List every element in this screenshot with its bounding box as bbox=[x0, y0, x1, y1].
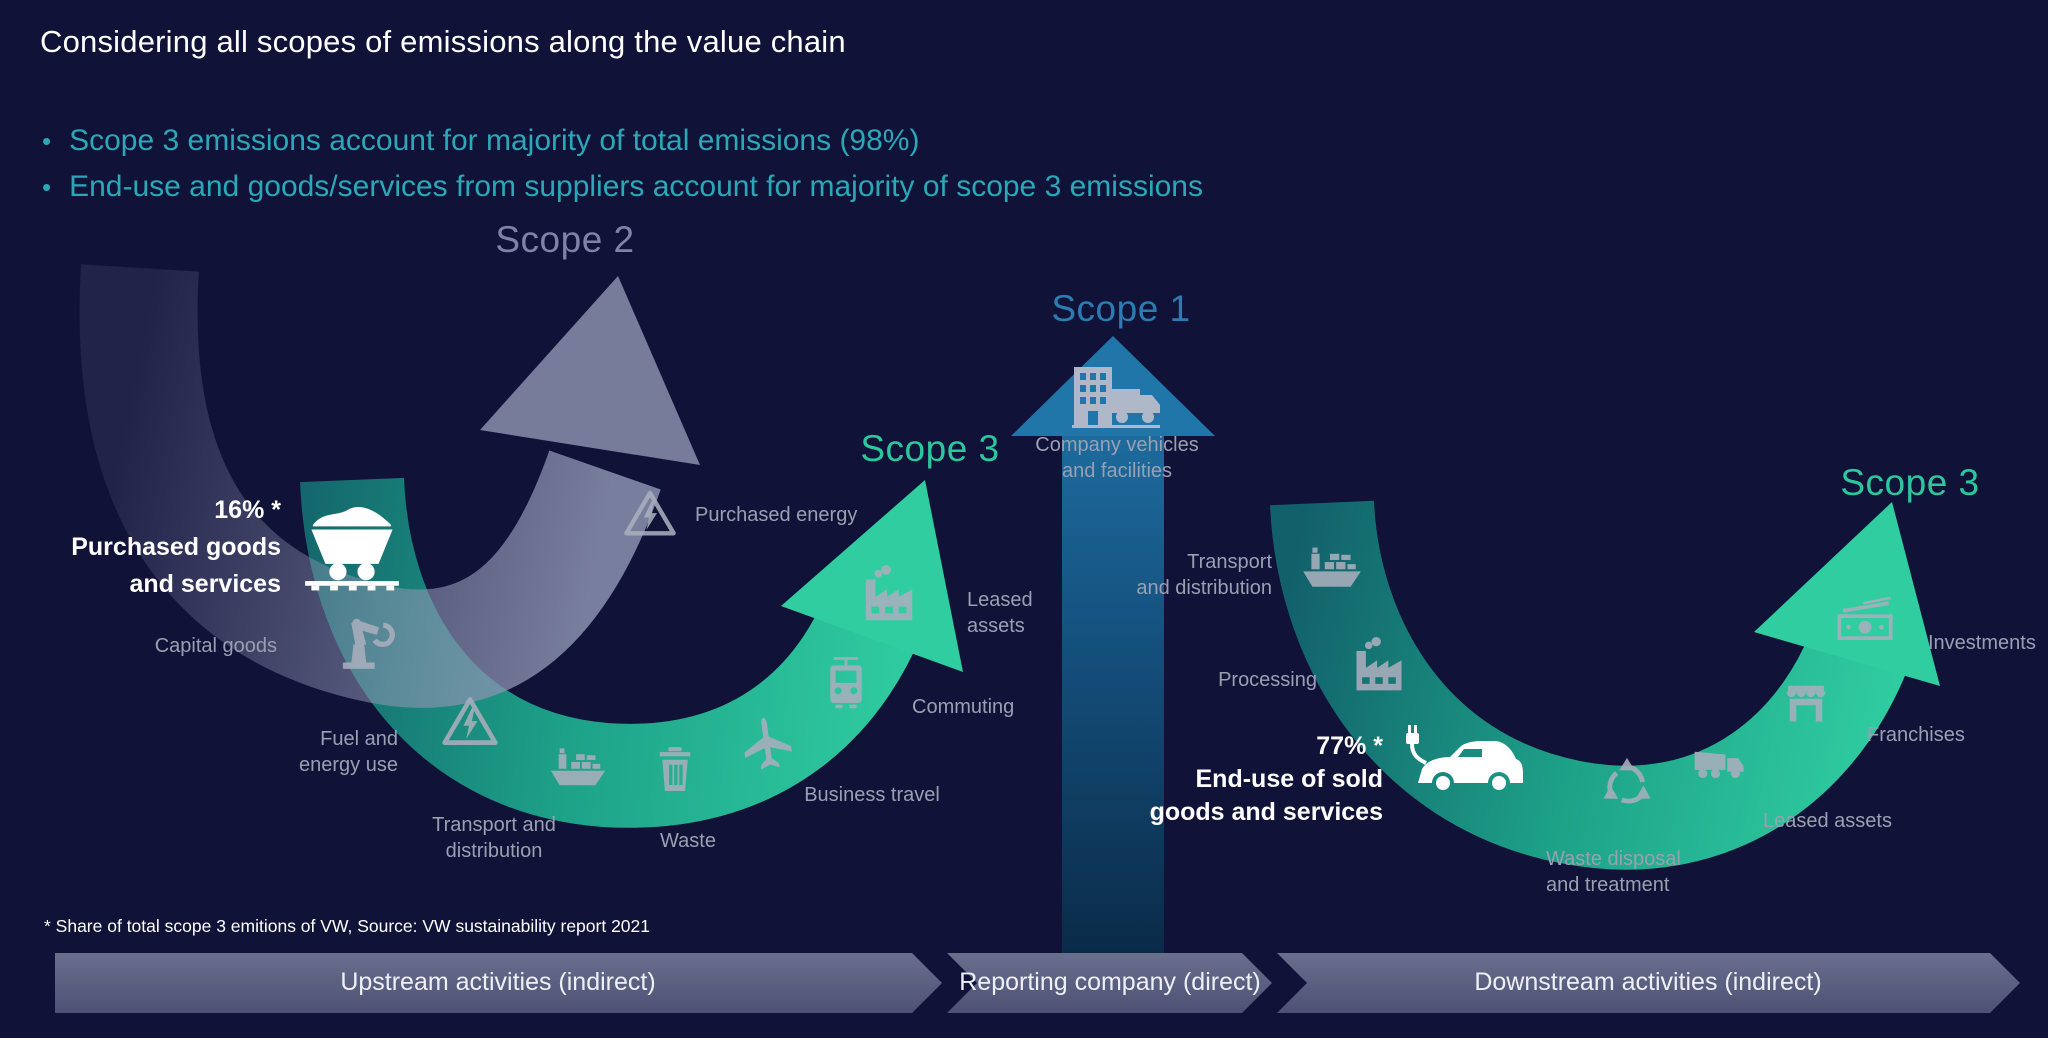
commuting-label: Commuting bbox=[912, 696, 1015, 718]
mine-cart-icon bbox=[305, 507, 399, 591]
investments-label: Investments bbox=[1928, 632, 2036, 654]
scope3-downstream-arrow bbox=[1270, 499, 1940, 870]
value-chain-band bbox=[55, 953, 2020, 1013]
scope1-label: Scope 1 bbox=[1051, 288, 1191, 329]
franchises-label: Franchises bbox=[1867, 724, 1965, 746]
footnote: * Share of total scope 3 emitions of VW,… bbox=[44, 916, 650, 936]
tram-icon bbox=[828, 657, 864, 710]
scope1-arrow bbox=[1011, 336, 1215, 960]
dump-truck-icon bbox=[1694, 751, 1744, 779]
building-truck-icon bbox=[1072, 367, 1160, 428]
scope2-label: Scope 2 bbox=[495, 219, 635, 260]
upstream-chevron bbox=[55, 953, 942, 1013]
recycle-icon bbox=[1596, 752, 1658, 814]
scope3-upstream-label: Scope 3 bbox=[860, 428, 1000, 469]
purchased-energy-warning-icon bbox=[622, 486, 678, 542]
airplane-icon bbox=[740, 714, 794, 772]
downstream-ship-icon bbox=[1303, 547, 1361, 587]
upstream-chevron-label: Upstream activities (indirect) bbox=[340, 968, 656, 996]
electric-car-icon bbox=[1404, 723, 1524, 792]
capital-goods-label: Capital goods bbox=[154, 635, 277, 657]
key-point-2: End-use and goods/services from supplier… bbox=[42, 170, 1203, 204]
reporting-chevron-label: Reporting company (direct) bbox=[959, 968, 1261, 996]
processing-factory-icon bbox=[1356, 636, 1402, 691]
downstream-chevron bbox=[1277, 953, 2020, 1013]
robot-arm-icon bbox=[328, 604, 396, 672]
purchased-goods-pct: 16% * bbox=[214, 496, 281, 524]
banknote-icon bbox=[1837, 595, 1893, 641]
reporting-chevron bbox=[947, 953, 1272, 1013]
trash-bin-icon bbox=[659, 747, 691, 791]
waste-label: Waste bbox=[660, 830, 716, 852]
processing-label: Processing bbox=[1218, 669, 1317, 691]
scope3-downstream-label: Scope 3 bbox=[1840, 462, 1980, 503]
key-point-2-text: End-use and goods/services from supplier… bbox=[69, 170, 1203, 203]
downstream-chevron-label: Downstream activities (indirect) bbox=[1474, 968, 1822, 996]
purchased-energy-label: Purchased energy bbox=[695, 504, 858, 526]
key-point-1: Scope 3 emissions account for majority o… bbox=[42, 124, 919, 158]
bullet-dot bbox=[42, 124, 51, 158]
leased-assets-factory-icon bbox=[865, 564, 913, 621]
storefront-icon bbox=[1786, 685, 1826, 722]
fuel-warning-icon bbox=[440, 692, 500, 752]
bullet-dot bbox=[42, 170, 51, 204]
key-point-1-text: Scope 3 emissions account for majority o… bbox=[69, 124, 920, 157]
end-use-pct: 77% * bbox=[1316, 732, 1383, 760]
page-title: Considering all scopes of emissions alon… bbox=[40, 24, 846, 59]
leased-assets-downstream-label: Leased assets bbox=[1763, 810, 1892, 832]
cargo-ship-icon bbox=[550, 748, 606, 786]
business-travel-label: Business travel bbox=[804, 784, 940, 806]
